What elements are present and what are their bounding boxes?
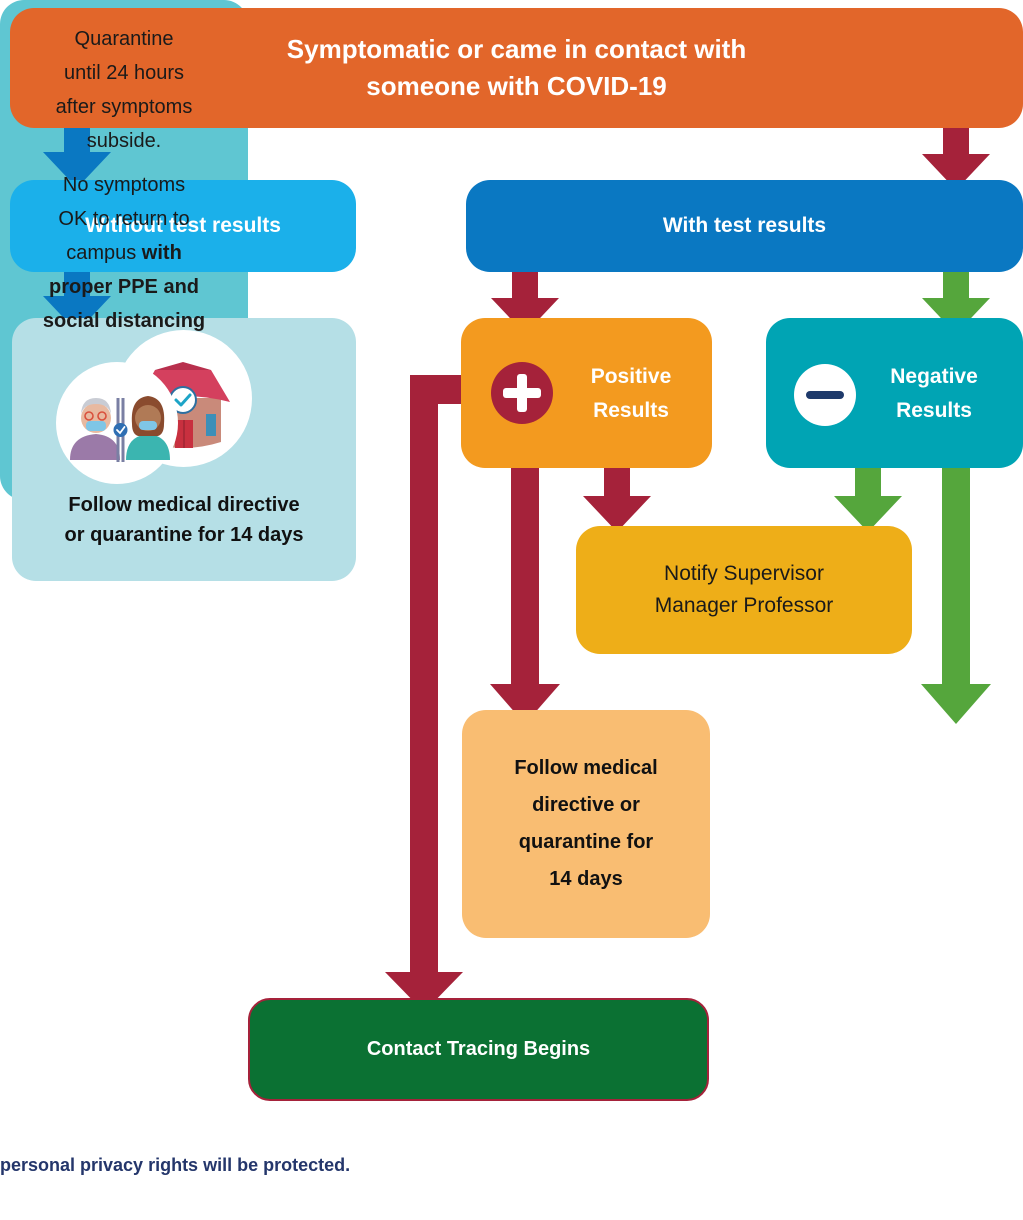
arrow-positive-to-notify bbox=[583, 466, 651, 532]
negative-quarantine-box: Quarantine until 24 hours after symptoms… bbox=[0, 0, 248, 500]
notify-line-2: Manager Professor bbox=[654, 594, 834, 617]
follow-positive-line-1: Follow medical bbox=[514, 757, 658, 779]
positive-line-1: Positive bbox=[590, 365, 672, 388]
negative-line-1: Negative bbox=[890, 365, 978, 388]
with-test-results-box: With test results bbox=[466, 180, 1023, 272]
positive-results-box: Positive Results bbox=[461, 318, 712, 468]
arrow-with-to-negative bbox=[922, 268, 990, 334]
quarantine-line-1: Quarantine bbox=[74, 28, 174, 50]
return-line-5: social distancing bbox=[42, 310, 206, 332]
without-outcome-line-1: Follow medical directive bbox=[68, 494, 300, 516]
follow-positive-line-3: quarantine for bbox=[518, 831, 654, 853]
return-line-2: OK to return to bbox=[58, 208, 190, 230]
contact-tracing-box: Contact Tracing Begins bbox=[248, 998, 709, 1101]
arrow-negative-to-notify bbox=[834, 466, 902, 532]
positive-follow-directive-box: Follow medical directive or quarantine f… bbox=[462, 710, 710, 938]
arrows-red bbox=[385, 126, 990, 1012]
arrow-top-to-without bbox=[43, 126, 111, 188]
notify-supervisor-box: Notify Supervisor Manager Professor bbox=[576, 526, 912, 654]
arrow-without-to-outcome bbox=[43, 268, 111, 332]
arrows-blue bbox=[43, 126, 111, 332]
plus-icon bbox=[491, 362, 553, 424]
return-line-3-bold: with bbox=[141, 242, 182, 264]
without-test-results-box: Without test results bbox=[10, 180, 356, 272]
top-condition-box: Symptomatic or came in contact with some… bbox=[10, 8, 1023, 128]
follow-positive-line-2: directive or bbox=[532, 794, 640, 816]
quarantine-line-3: after symptoms bbox=[55, 96, 193, 118]
return-line-1: No symptoms bbox=[62, 174, 186, 196]
arrow-top-to-with bbox=[922, 126, 990, 190]
positive-line-2: Results bbox=[593, 399, 669, 422]
positive-results-label: Positive Results bbox=[571, 360, 691, 428]
arrows-green bbox=[834, 268, 991, 724]
minus-icon bbox=[794, 364, 856, 426]
negative-results-box: Negative Results bbox=[766, 318, 1023, 468]
return-line-4: proper PPE and bbox=[48, 276, 200, 298]
arrow-positive-to-contact-tracing bbox=[385, 375, 470, 1012]
follow-positive-line-4: 14 days bbox=[549, 868, 623, 890]
notify-line-1: Notify Supervisor bbox=[664, 562, 824, 585]
quarantine-text: Quarantine until 24 hours after symptoms… bbox=[6, 22, 242, 338]
masked-people-icon bbox=[56, 362, 178, 484]
negative-line-2: Results bbox=[896, 399, 972, 422]
quarantine-line-2: until 24 hours bbox=[63, 62, 185, 84]
contact-tracing-label: Contact Tracing Begins bbox=[366, 1038, 591, 1060]
with-test-results-label: With test results bbox=[662, 214, 827, 237]
without-test-results-label: Without test results bbox=[85, 214, 281, 237]
without-results-outcome-text: Follow medical directive or quarantine f… bbox=[12, 490, 356, 550]
return-line-3: campus bbox=[66, 242, 142, 264]
negative-results-label: Negative Results bbox=[874, 360, 994, 428]
top-line-2: someone with COVID-19 bbox=[366, 71, 667, 101]
arrow-negative-to-quarantine bbox=[921, 466, 991, 724]
privacy-note: personal privacy rights will be protecte… bbox=[0, 1155, 351, 1175]
quarantine-line-4: subside. bbox=[86, 130, 162, 152]
top-line-1: Symptomatic or came in contact with bbox=[286, 34, 747, 64]
arrow-positive-to-follow bbox=[490, 466, 560, 724]
arrow-with-to-positive bbox=[491, 268, 559, 334]
without-outcome-line-2: or quarantine for 14 days bbox=[64, 524, 304, 546]
